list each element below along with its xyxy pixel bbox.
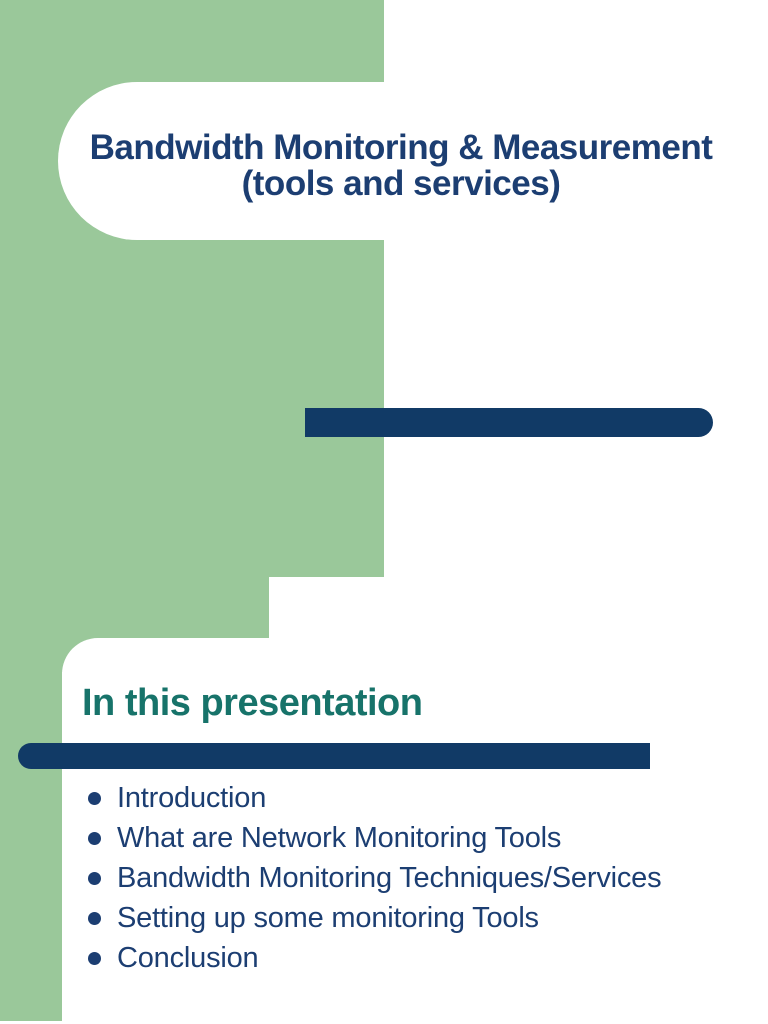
list-item: Introduction xyxy=(88,778,661,818)
list-item: Conclusion xyxy=(88,938,661,978)
bullet-label: Bandwidth Monitoring Techniques/Services xyxy=(117,861,662,894)
list-item: Bandwidth Monitoring Techniques/Services xyxy=(88,858,662,898)
bullet-label: Conclusion xyxy=(117,941,259,974)
slide1-title-card: Bandwidth Monitoring & Measurement (tool… xyxy=(58,82,768,240)
slide2-divider-bar xyxy=(18,743,650,769)
slide2-content-card xyxy=(62,638,768,1024)
bullet-dot-icon xyxy=(88,911,101,925)
bullet-dot-icon xyxy=(88,831,101,845)
slide1-title-line2: (tools and services) xyxy=(241,164,561,203)
bullet-dot-icon xyxy=(88,791,101,805)
bullet-label: What are Network Monitoring Tools xyxy=(117,821,562,854)
slide2-bullet-list: Introduction What are Network Monitoring… xyxy=(88,778,662,978)
slide2-heading: In this presentation xyxy=(82,682,423,724)
green-left-sidebar-strip xyxy=(0,672,62,1021)
list-item: Setting up some monitoring Tools xyxy=(88,898,661,938)
bullet-dot-icon xyxy=(88,871,101,885)
slide1-title-line1: Bandwidth Monitoring & Measurement xyxy=(89,128,713,167)
bullet-label: Introduction xyxy=(117,781,267,814)
slide1-divider-bar xyxy=(305,408,713,437)
list-item: What are Network Monitoring Tools xyxy=(88,818,661,858)
bullet-label: Setting up some monitoring Tools xyxy=(117,901,539,934)
bullet-dot-icon xyxy=(88,951,101,965)
